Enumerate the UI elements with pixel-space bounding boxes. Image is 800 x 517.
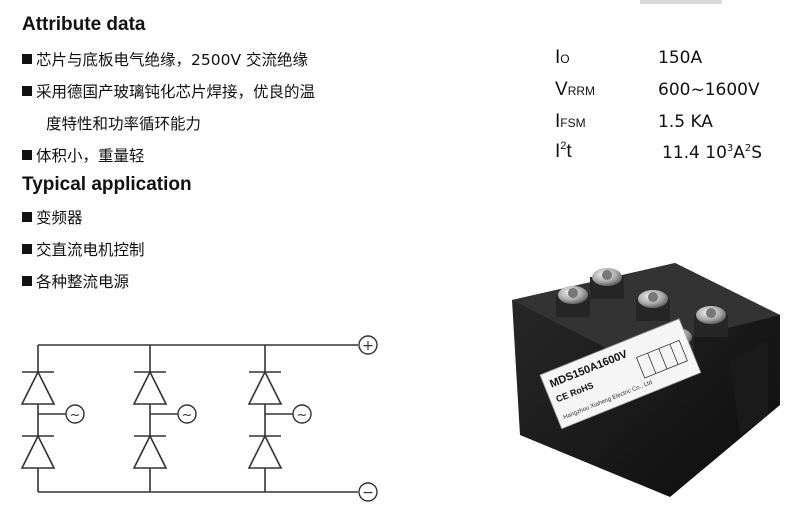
terminal-screw-2-icon xyxy=(590,268,624,299)
terminal-screw-3-icon xyxy=(636,290,670,321)
attribute-item-2-cont: 度特性和功率循环能力 xyxy=(46,115,202,133)
application-item-text: 各种整流电源 xyxy=(36,273,130,291)
diode-upper-3-icon xyxy=(247,370,283,405)
rating-i2t-symbol: I2t xyxy=(555,140,572,162)
diode-lower-2-icon xyxy=(132,434,168,469)
rating-ifsm-value: 1.5 KA xyxy=(658,112,713,132)
ac-symbol-2: ~ xyxy=(182,408,193,423)
attribute-item-text: 体积小，重量轻 xyxy=(36,147,145,165)
bullet-square-icon xyxy=(22,86,32,96)
rating-io-symbol: IO xyxy=(555,47,570,68)
application-item-1: 变频器 xyxy=(22,206,83,228)
attribute-item-3: 体积小，重量轻 xyxy=(22,144,145,166)
minus-symbol: − xyxy=(362,485,374,501)
bullet-square-icon xyxy=(22,244,32,254)
attribute-item-text: 采用德国产玻璃钝化芯片焊接，优良的温 xyxy=(36,83,316,101)
bullet-square-icon xyxy=(22,212,32,222)
bullet-square-icon xyxy=(22,54,32,64)
plus-symbol: + xyxy=(362,338,374,354)
ac-terminal-1-icon xyxy=(65,404,85,424)
module-photo: MDS150A1600V CE RoHS Hangzhou Xiaheng El… xyxy=(512,263,780,497)
ac-symbol-3: ~ xyxy=(297,408,308,423)
top-edge-mark xyxy=(640,0,722,4)
application-item-3: 各种整流电源 xyxy=(22,270,129,292)
plus-terminal-icon xyxy=(358,335,378,355)
diode-upper-1-icon xyxy=(20,370,56,405)
terminal-screw-4-icon xyxy=(694,306,728,337)
bullet-square-icon xyxy=(22,150,32,160)
rating-ifsm-symbol: IFSM xyxy=(555,111,586,132)
attribute-heading: Attribute data xyxy=(22,14,146,35)
ac-terminal-2-icon xyxy=(177,404,197,424)
bridge-rectifier-diagram: ~ ~ ~ + − xyxy=(20,335,378,502)
bullet-square-icon xyxy=(22,276,32,286)
rating-vrrm-symbol: VRRM xyxy=(555,79,596,100)
rating-vrrm-value: 600~1600V xyxy=(658,80,760,100)
diode-lower-3-icon xyxy=(247,434,283,469)
diode-upper-2-icon xyxy=(132,370,168,405)
rating-i2t-value: 11.4 103A2S xyxy=(662,143,763,163)
diode-lower-1-icon xyxy=(20,434,56,469)
attribute-item-2: 采用德国产玻璃钝化芯片焊接，优良的温 xyxy=(22,80,315,102)
terminal-screw-1-icon xyxy=(556,286,590,317)
label-schematic-icon xyxy=(635,339,688,379)
application-heading: Typical application xyxy=(22,174,192,195)
application-item-2: 交直流电机控制 xyxy=(22,238,145,260)
minus-terminal-icon xyxy=(358,482,378,502)
mounting-slot xyxy=(730,340,768,435)
ac-symbol-1: ~ xyxy=(70,408,81,423)
application-item-text: 变频器 xyxy=(36,209,83,227)
rating-io-value: 150A xyxy=(658,48,703,68)
ac-terminal-3-icon xyxy=(292,404,312,424)
application-item-text: 交直流电机控制 xyxy=(36,241,145,259)
attribute-item-1: 芯片与底板电气绝缘，2500V 交流绝缘 xyxy=(22,48,308,70)
attribute-item-text: 芯片与底板电气绝缘，2500V 交流绝缘 xyxy=(36,51,308,69)
